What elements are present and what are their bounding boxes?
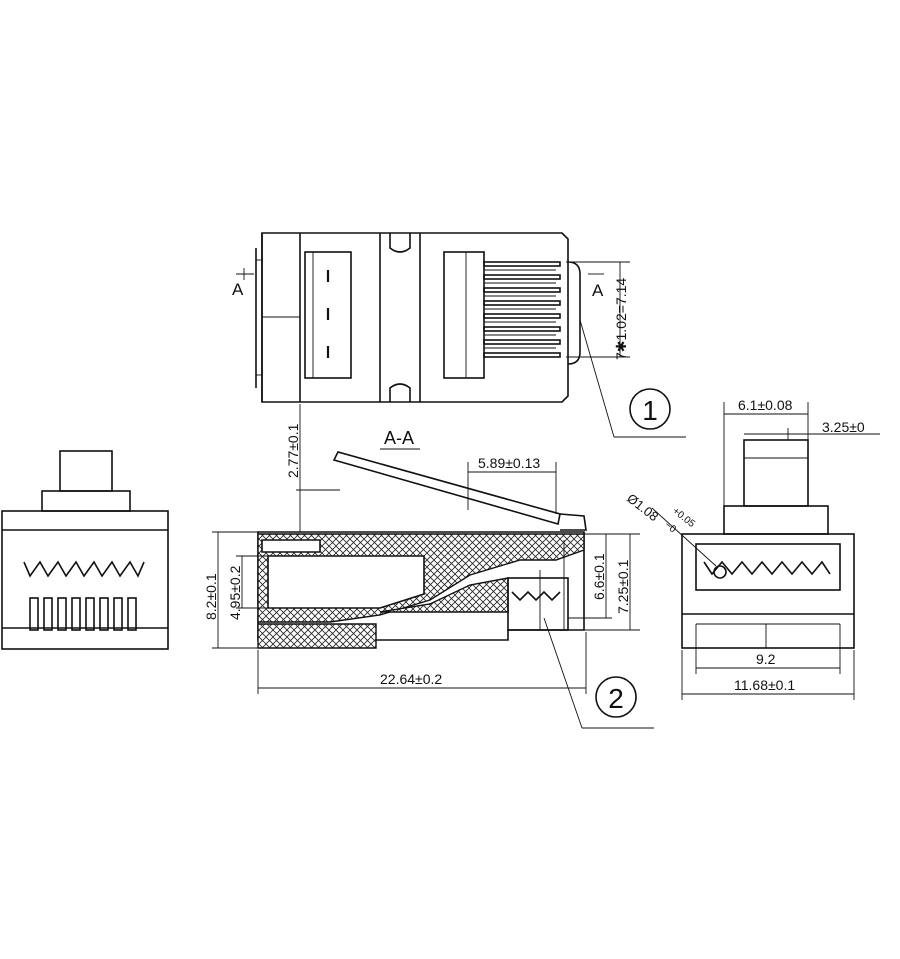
dim-overall-height: 8.2±0.1	[203, 573, 219, 620]
callout-1: 1	[642, 395, 658, 426]
dim-tab-offset: 3.25±0	[822, 419, 865, 435]
dim-latch-length: 5.89±0.13	[478, 455, 540, 471]
section-label: A-A	[384, 428, 414, 448]
dim-front-height-outer: 7.25±0.1	[615, 559, 631, 614]
front-view	[1, 450, 169, 650]
end-view: 6.1±0.08 3.25±0 Ø1.08 +0.05 −0 9.2 11.68…	[624, 397, 880, 700]
section-marker-left: A	[232, 280, 244, 299]
dim-front-height-inner: 6.6±0.1	[591, 553, 607, 600]
dim-tab-width: 6.1±0.08	[738, 397, 793, 413]
front-contacts	[29, 597, 137, 631]
dim-cavity-height: 4.95±0.2	[227, 565, 243, 620]
dim-inner-width: 9.2	[756, 651, 776, 667]
dim-bar-height: 2.77±0.1	[285, 423, 301, 478]
dim-overall-length: 22.64±0.2	[380, 671, 442, 687]
dim-overall-width: 11.68±0.1	[734, 677, 795, 693]
callout-2: 2	[608, 683, 624, 714]
section-view: A-A 2.77±0.1 5.89±0.13 8.2±0.1	[203, 404, 654, 729]
section-marker-right: A	[592, 281, 604, 300]
dim-contact-pitch: 7✱1.02=7.14	[613, 278, 629, 360]
top-view: A A 7✱1.02=7.14 1	[232, 232, 686, 438]
dim-wire-hole: Ø1.08	[624, 491, 661, 525]
dim-wire-hole-tol-minus: −0	[662, 520, 678, 536]
contact-blades	[483, 261, 561, 358]
